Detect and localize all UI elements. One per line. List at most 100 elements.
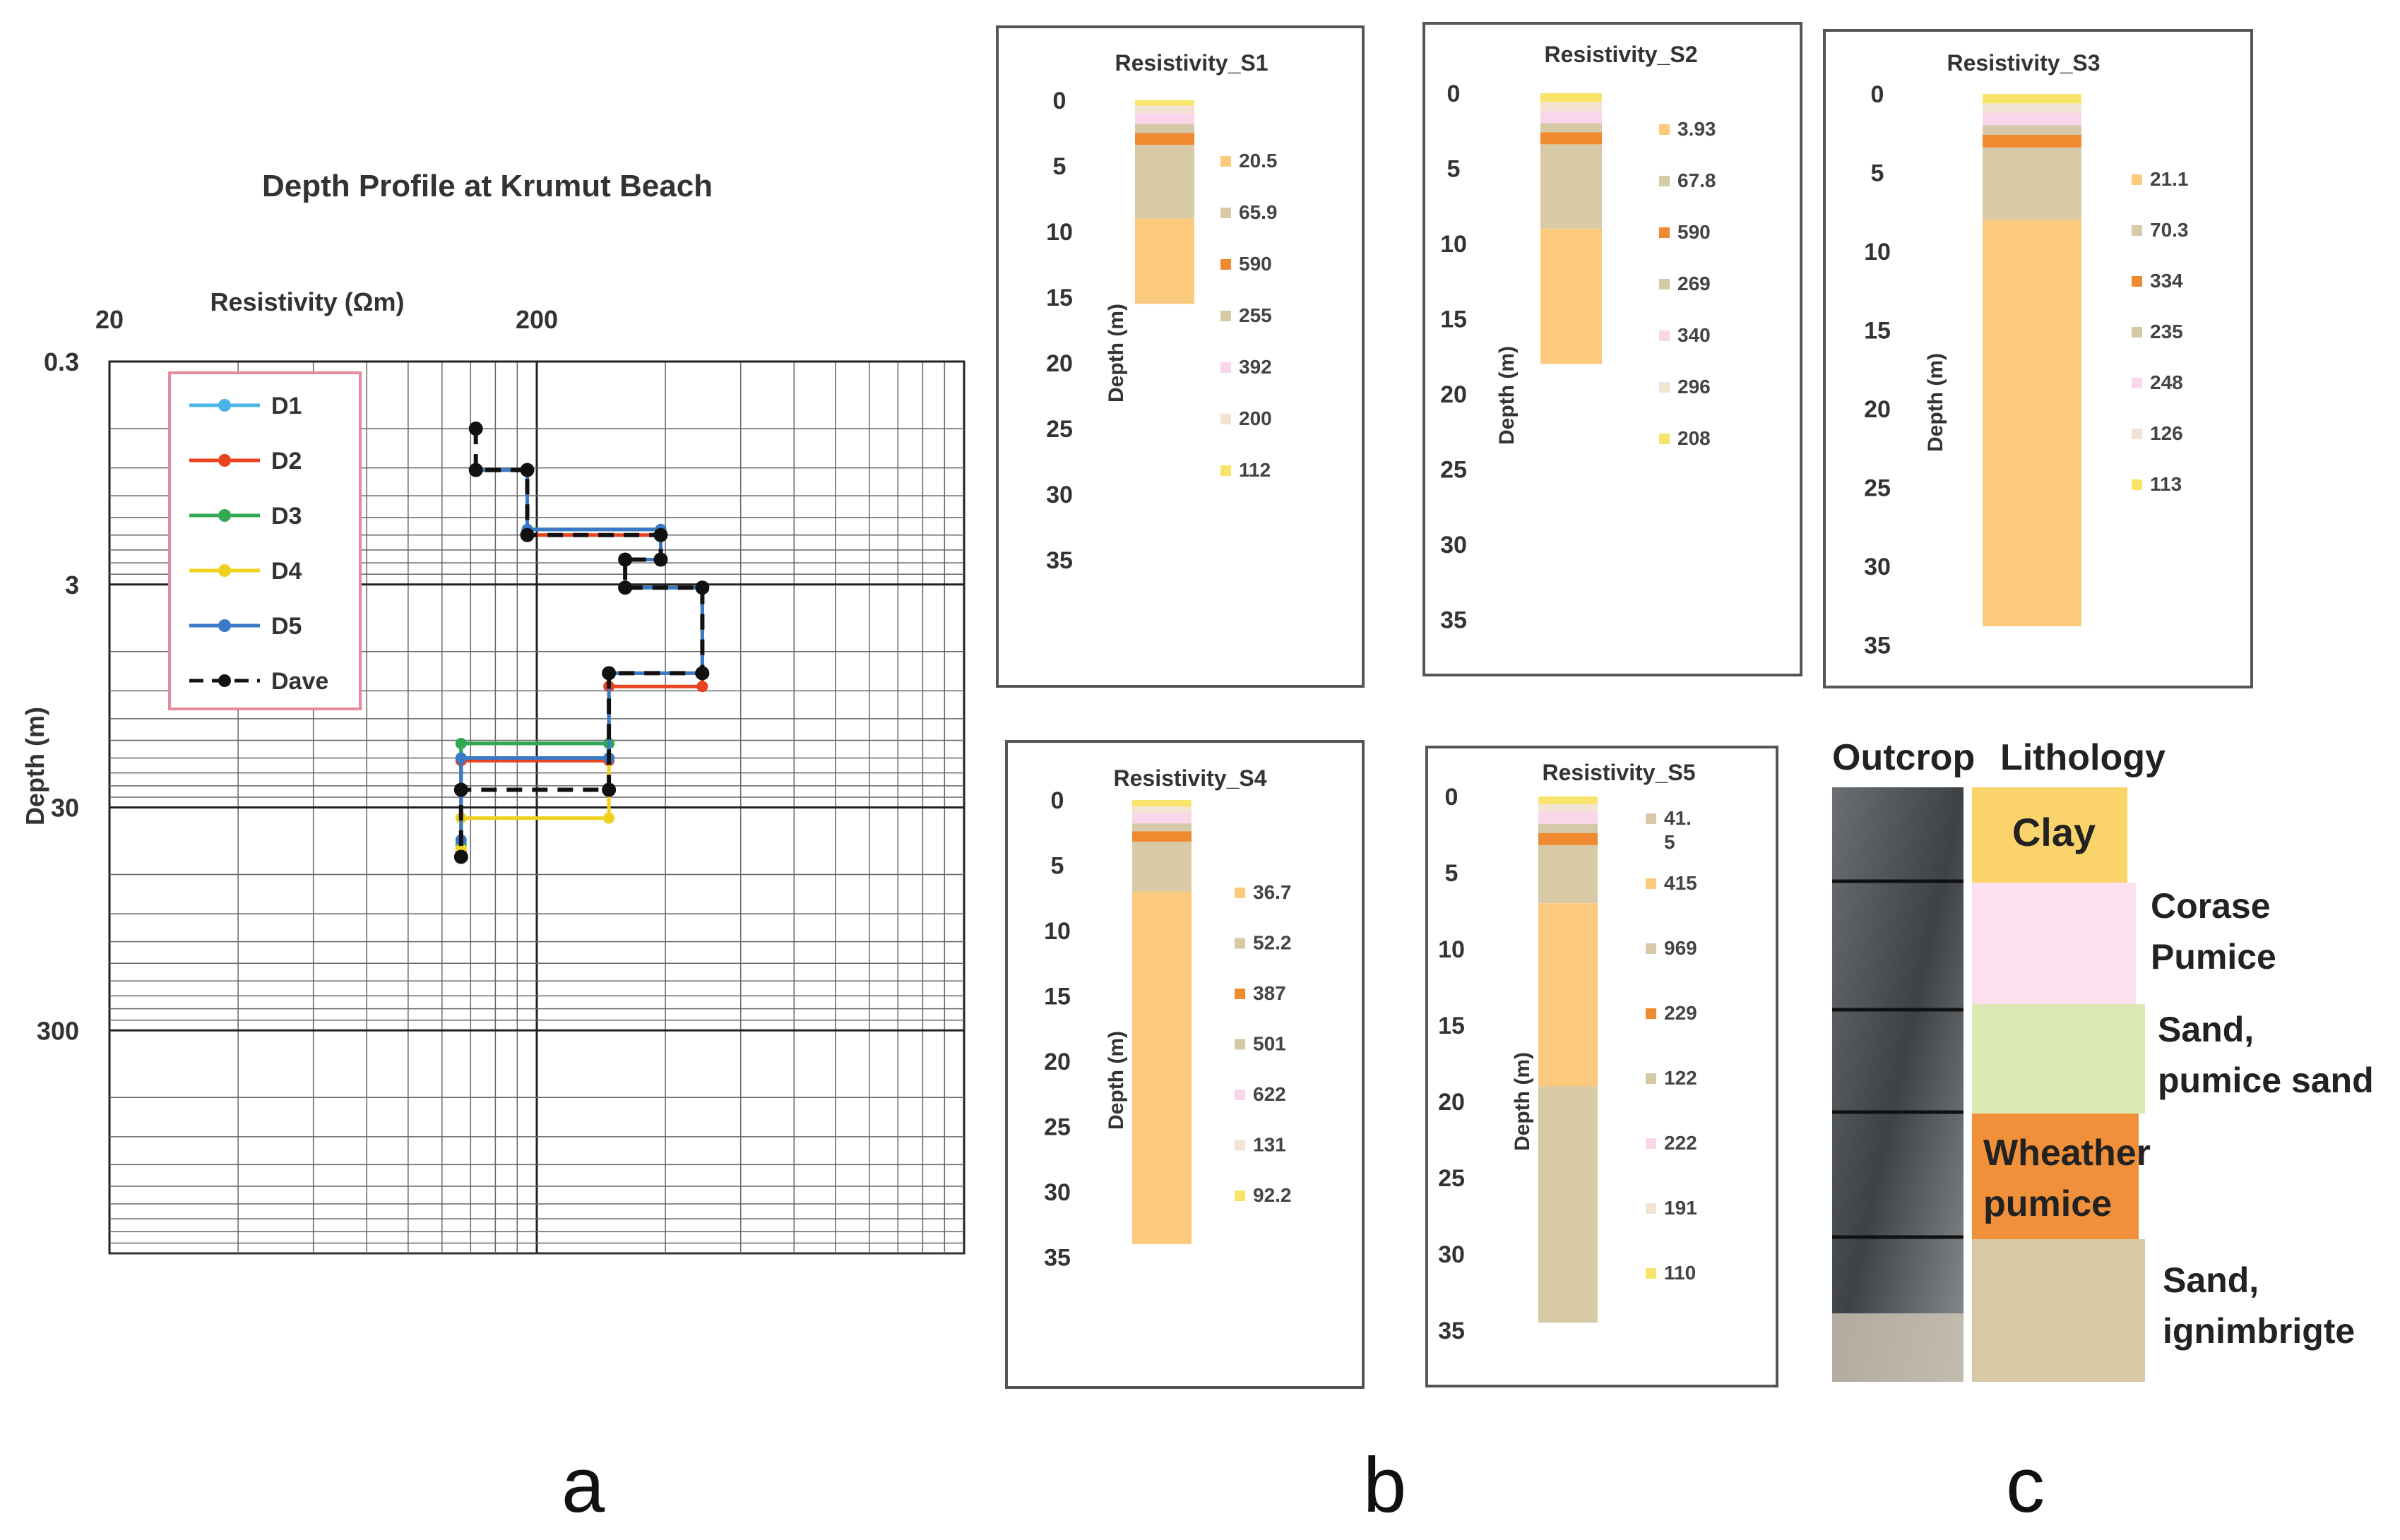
y-tick-label: 300: [37, 1016, 79, 1045]
column-title: Resistivity_S5: [1542, 760, 1695, 785]
legend-swatch: [1659, 176, 1670, 186]
depth-tick-label: 20: [1440, 381, 1467, 408]
depth-tick-label: 25: [1438, 1165, 1465, 1192]
resistivity-layer: [1538, 1086, 1598, 1323]
legend-marker: [218, 564, 231, 577]
legend-swatch: [1646, 1008, 1656, 1019]
legend-swatch: [2132, 225, 2142, 236]
legend-swatch: [1235, 1140, 1245, 1151]
outcrop-header: Outcrop: [1832, 737, 1975, 778]
resistivity-layer: [1983, 94, 2081, 104]
data-point: [453, 782, 468, 797]
depth-tick-label: 25: [1044, 1114, 1071, 1141]
legend-swatch: [2132, 429, 2142, 439]
legend-value: 52.2: [1253, 932, 1292, 954]
series-lines: [453, 422, 710, 864]
resistivity-layer: [1538, 811, 1598, 824]
legend-swatch: [1235, 938, 1245, 949]
lithology-label: pumice: [1983, 1183, 2112, 1224]
depth-tick-label: 30: [1864, 554, 1891, 580]
depth-tick-label: 30: [1044, 1179, 1071, 1206]
data-point: [468, 422, 483, 436]
resistivity-layer: [1538, 796, 1598, 804]
legend-value: 126: [2150, 422, 2183, 444]
depth-axis-label: Depth (m): [1924, 353, 1947, 452]
lithology-label: pumice sand: [2158, 1061, 2374, 1100]
legend-swatch: [1220, 362, 1231, 373]
depth-axis-label: Depth (m): [1105, 1031, 1128, 1130]
lithology-unit: [1972, 1004, 2145, 1114]
legend-label: D5: [271, 613, 302, 640]
lithology-label: Clay: [2012, 810, 2096, 854]
legend-swatch: [1646, 813, 1656, 824]
resistivity-layer: [1983, 147, 2081, 220]
resistivity-layer: [1983, 220, 2081, 626]
legend-value: 92.2: [1253, 1184, 1292, 1206]
data-point: [695, 666, 710, 681]
legend-marker: [218, 454, 231, 467]
column-title: Resistivity_S3: [1947, 50, 2100, 76]
x-tick-label: 20: [95, 305, 124, 334]
legend-value: 122: [1664, 1067, 1697, 1089]
y-tick-label: 3: [65, 571, 79, 599]
depth-axis-label: Depth (m): [1105, 304, 1128, 402]
lithology-unit: [1972, 1114, 2139, 1239]
resistivity-column-s5: Resistivity_S50510152025303541.541596922…: [1425, 746, 1778, 1387]
depth-tick-label: 5: [1445, 860, 1459, 887]
data-point: [520, 527, 535, 542]
legend-value: 65.9: [1239, 201, 1278, 223]
legend-swatch: [1235, 888, 1245, 898]
depth-tick-label: 20: [1044, 1049, 1071, 1075]
legend-swatch: [1220, 311, 1231, 321]
legend-value: 415: [1664, 872, 1697, 894]
legend-value: 113: [2150, 473, 2182, 495]
lithology-unit: [1972, 883, 2136, 1004]
resistivity-layer: [1538, 903, 1598, 1087]
outcrop-photo-bg: [1832, 787, 1964, 1382]
legend-value: 110: [1664, 1262, 1696, 1284]
legend-swatch: [1235, 1190, 1245, 1201]
legend-value: 229: [1664, 1002, 1697, 1024]
data-point: [455, 737, 467, 749]
legend-swatch: [1646, 878, 1656, 889]
data-point: [602, 666, 617, 681]
data-point: [453, 849, 468, 864]
depth-tick-label: 10: [1864, 239, 1891, 265]
legend-swatch: [1659, 382, 1670, 393]
resistivity-layer: [1135, 105, 1194, 114]
legend-value: 21.1: [2150, 168, 2189, 190]
data-point: [602, 782, 617, 797]
legend-value: 392: [1239, 356, 1272, 378]
y-tick-label: 0.3: [44, 347, 79, 376]
series-line: [458, 429, 705, 857]
depth-tick-label: 20: [1864, 396, 1891, 423]
legend-label: Dave: [271, 668, 328, 695]
resistivity-layer: [1540, 93, 1602, 102]
lithology-header: Lithology: [2000, 737, 2166, 778]
depth-tick-label: 15: [1046, 285, 1073, 311]
depth-tick-label: 5: [1053, 153, 1067, 180]
legend-marker: [218, 509, 231, 522]
legend-swatch: [1220, 465, 1231, 476]
depth-tick-label: 30: [1046, 482, 1073, 508]
legend-value: 200: [1239, 407, 1272, 429]
outcrop-lithology: Outcrop Lithology ClayCorasePumiceSand,p…: [1832, 737, 2374, 1382]
lithology-label: Sand,: [2163, 1260, 2259, 1300]
resistivity-layer: [1132, 831, 1192, 842]
resistivity-layer: [1983, 134, 2081, 148]
depth-tick-label: 5: [1447, 156, 1461, 183]
column-title: Resistivity_S4: [1113, 765, 1266, 791]
data-point: [618, 552, 633, 567]
x-tick-label: 200: [516, 305, 558, 334]
outcrop-sand: [1832, 1313, 1964, 1382]
legend-value: 112: [1239, 459, 1271, 481]
legend-swatch: [1646, 1073, 1656, 1084]
y-axis-label: Depth (m): [20, 707, 49, 825]
legend-swatch: [1220, 259, 1231, 270]
resistivity-layer: [1540, 144, 1602, 229]
depth-tick-label: 15: [1438, 1013, 1465, 1039]
depth-tick-label: 10: [1046, 219, 1073, 246]
legend-value: 969: [1664, 937, 1697, 959]
